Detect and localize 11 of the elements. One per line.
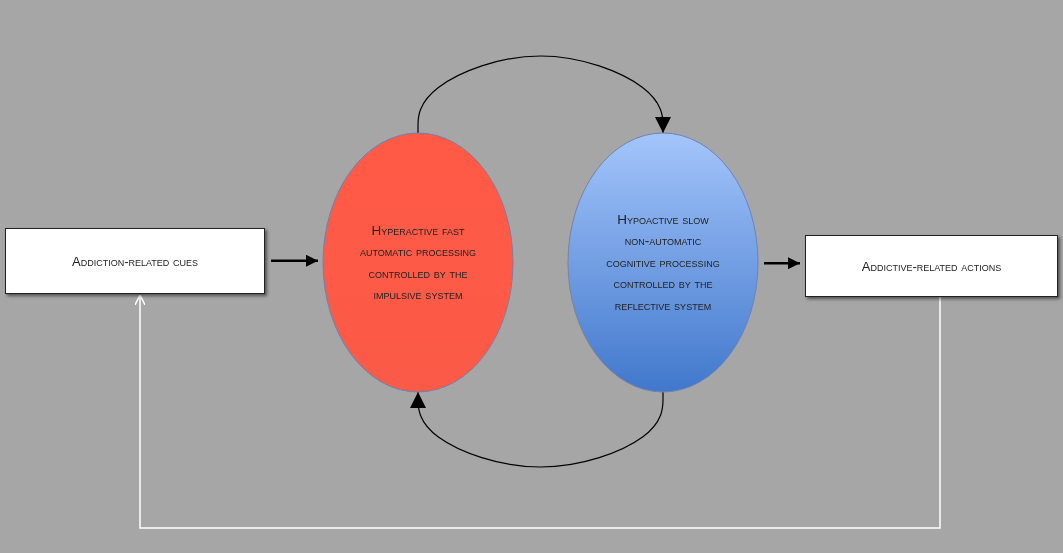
node-label: Hypoactive slow non-automatic cognitive processing controlled by the reflective system bbox=[605, 210, 721, 315]
arrow bbox=[764, 257, 800, 270]
node-label: Addiction-related cues bbox=[72, 252, 198, 271]
node-label: Addictive-related actions bbox=[861, 257, 1002, 276]
arrow bbox=[410, 391, 664, 468]
arrow bbox=[134, 294, 941, 529]
action-box bbox=[805, 235, 1058, 297]
arrow bbox=[417, 55, 671, 134]
node-label: Hyperactive fast automatic processing controlled by the impulsive system bbox=[359, 221, 477, 304]
cue-box bbox=[5, 228, 265, 294]
arrow bbox=[271, 254, 318, 267]
